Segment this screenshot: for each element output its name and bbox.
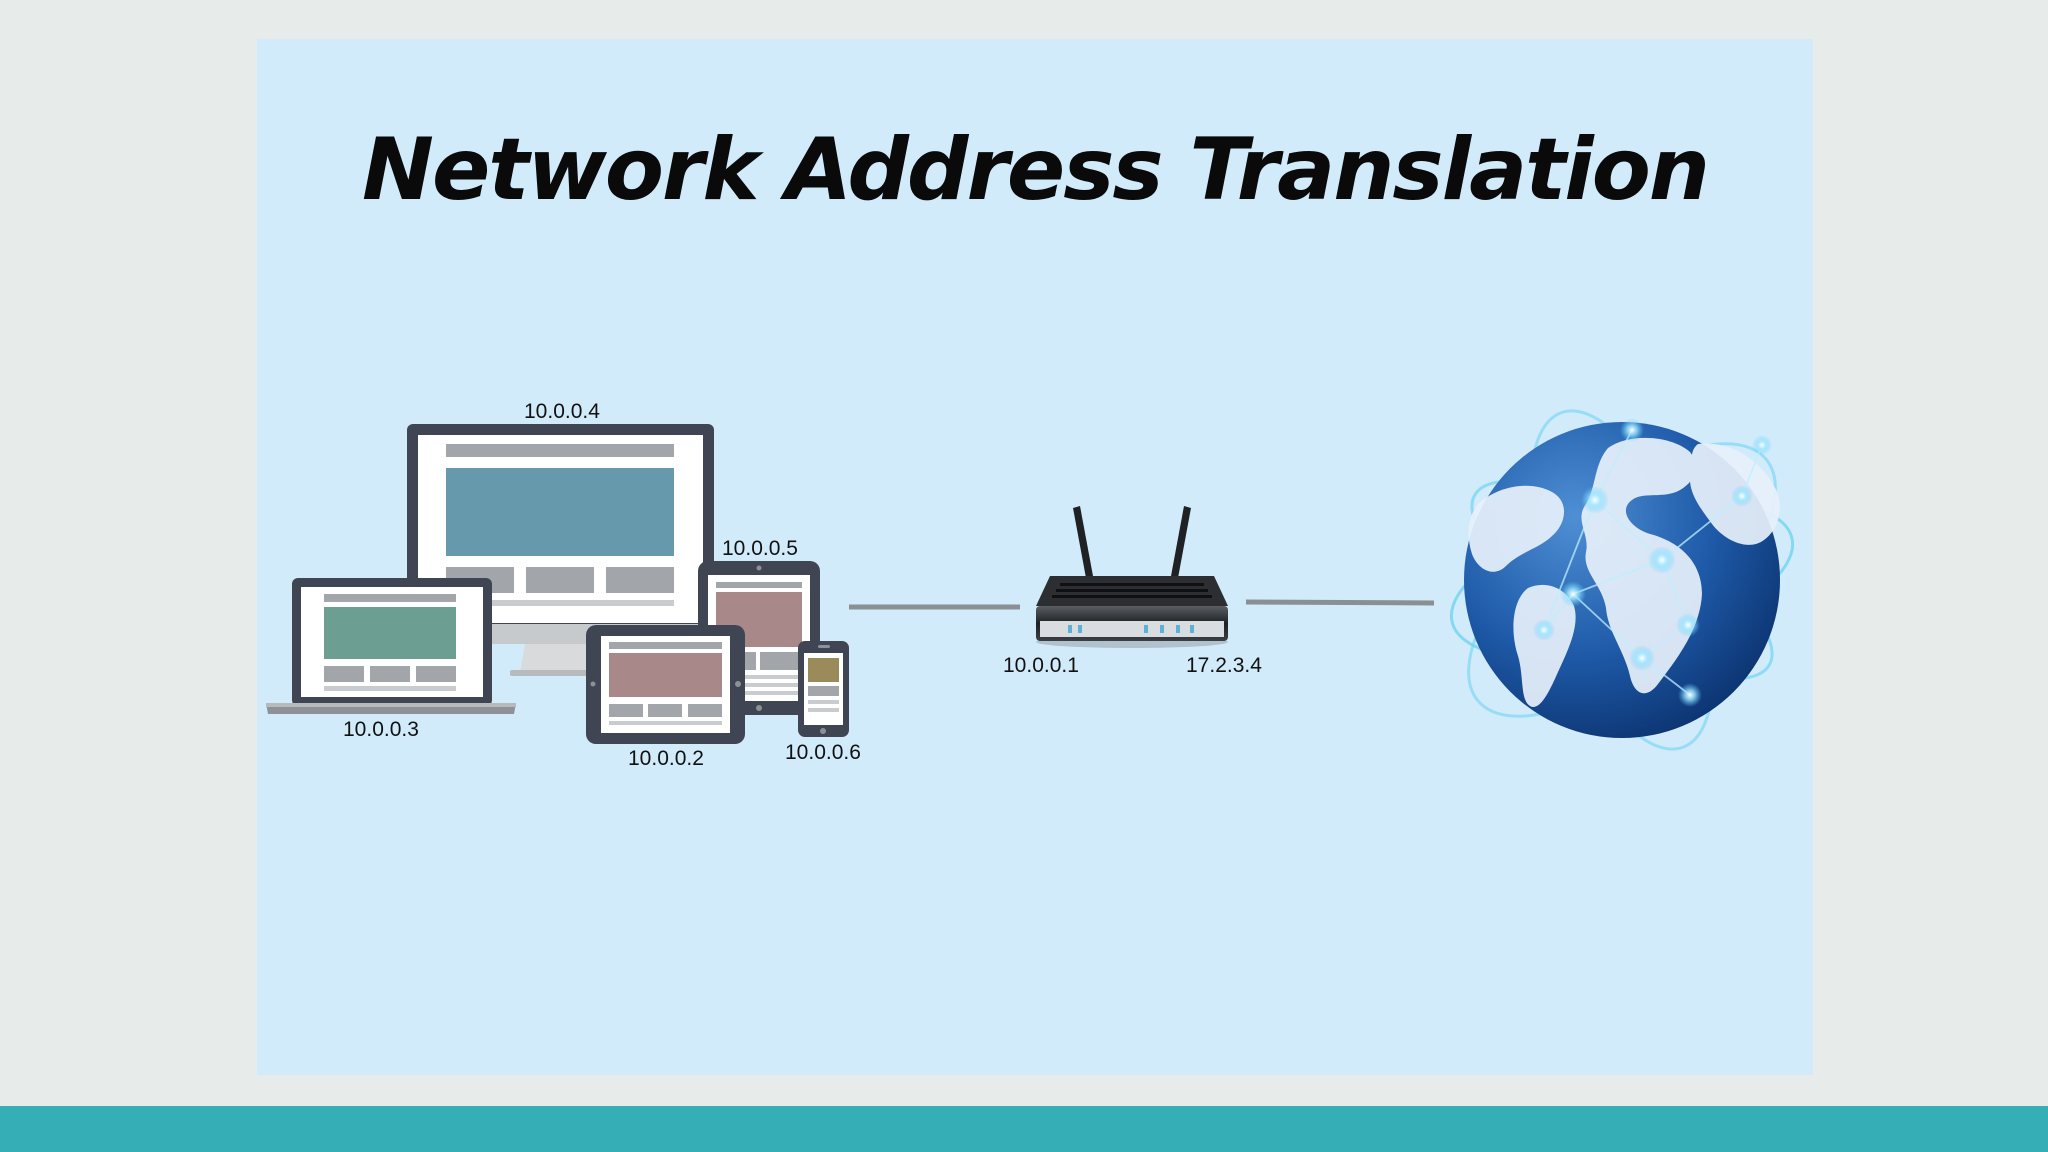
router-inside-ip-label: 10.0.0.1 <box>1003 654 1079 677</box>
wan-connection-line <box>1245 599 1435 606</box>
laptop-icon <box>266 578 516 714</box>
phone-ip-label: 10.0.0.6 <box>785 741 861 764</box>
smartphone-icon <box>798 641 849 737</box>
tablet-large-ip-label: 10.0.0.2 <box>628 747 704 770</box>
footer-accent-bar <box>0 1106 2048 1152</box>
monitor-ip-label: 10.0.0.4 <box>524 400 600 423</box>
tablet-small-ip-label: 10.0.0.5 <box>722 537 798 560</box>
globe-icon <box>1449 409 1795 751</box>
router-icon <box>1036 506 1228 648</box>
laptop-ip-label: 10.0.0.3 <box>343 718 419 741</box>
page-title: Network Address Translation <box>361 120 1710 220</box>
tablet-icon <box>586 625 745 744</box>
router-outside-ip-label: 17.2.3.4 <box>1186 654 1262 677</box>
desktop-monitor-icon <box>407 424 714 676</box>
